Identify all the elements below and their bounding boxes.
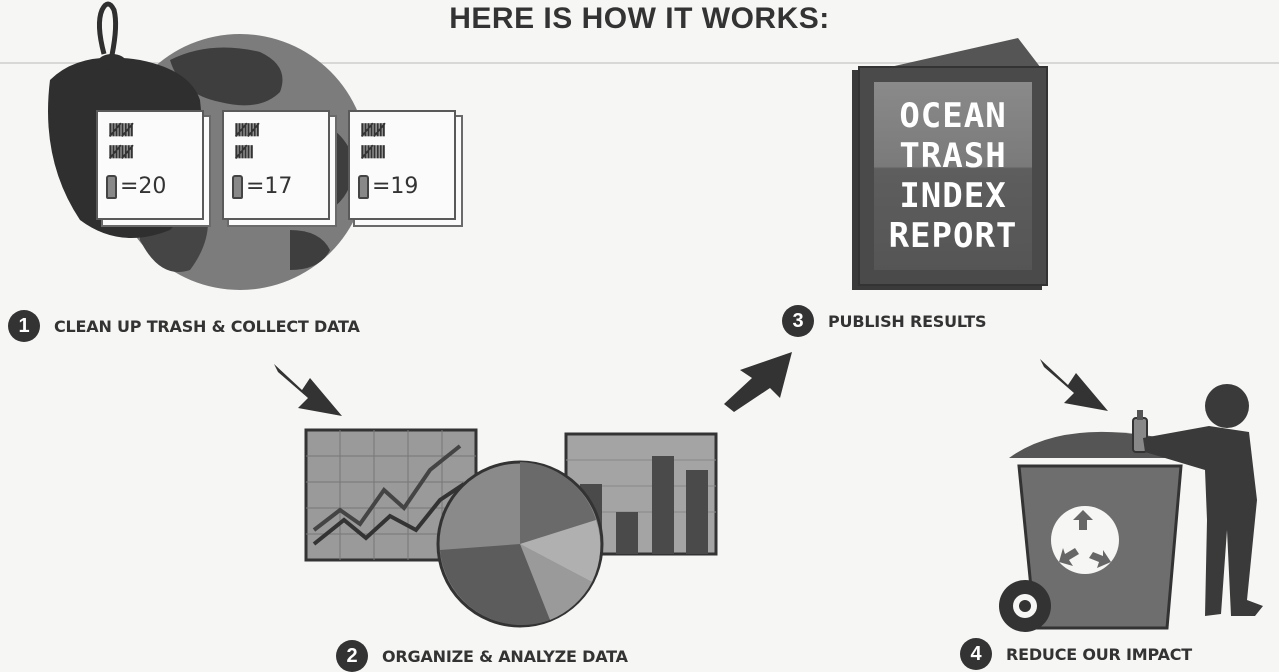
step-number-badge: 3 bbox=[782, 305, 814, 337]
tally-marks: ⅠⅠⅠⅠ̸ⅠⅠⅠⅠ̸ ⅠⅠⅠⅠ̸ⅠⅠⅠⅠ̸ bbox=[108, 121, 134, 163]
step-label: ORGANIZE & ANALYZE DATA bbox=[382, 646, 628, 666]
tally-sheet-1: ⅠⅠⅠⅠ̸ⅠⅠⅠⅠ̸ ⅠⅠⅠⅠ̸ⅠⅠⅠⅠ̸ =20 bbox=[96, 110, 204, 220]
bottle-icon bbox=[106, 174, 117, 199]
charts-illustration bbox=[304, 428, 718, 628]
report-booklet-icon: OCEAN TRASH INDEX REPORT bbox=[858, 66, 1048, 286]
tally-marks: ⅠⅠⅠⅠ̸ⅠⅠⅠⅠ̸ ⅠⅠⅠⅠ̸ⅠⅠ bbox=[234, 121, 260, 163]
tally-count: =19 bbox=[372, 174, 419, 199]
bottle-icon bbox=[232, 174, 243, 199]
step-number-badge: 1 bbox=[8, 310, 40, 342]
divider bbox=[0, 62, 1279, 64]
report-title-line: OCEAN bbox=[899, 96, 1007, 136]
bottle-icon bbox=[1132, 410, 1148, 453]
report-title-line: TRASH bbox=[899, 136, 1007, 176]
report-booklet-spine bbox=[868, 38, 1044, 72]
step-label: PUBLISH RESULTS bbox=[828, 311, 987, 331]
step-label: CLEAN UP TRASH & COLLECT DATA bbox=[54, 316, 360, 336]
arrow-icon bbox=[1040, 359, 1108, 411]
step-number-badge: 4 bbox=[960, 638, 992, 670]
bottle-icon bbox=[358, 174, 369, 199]
step-1: 1 CLEAN UP TRASH & COLLECT DATA bbox=[8, 310, 360, 342]
step-4: 4 REDUCE OUR IMPACT bbox=[960, 638, 1192, 670]
recycle-symbol-icon bbox=[1051, 506, 1119, 574]
recycling-illustration bbox=[999, 384, 1263, 632]
pie-chart-icon bbox=[436, 460, 604, 628]
step-number-badge: 2 bbox=[336, 640, 368, 672]
tally-sheet-2: ⅠⅠⅠⅠ̸ⅠⅠⅠⅠ̸ ⅠⅠⅠⅠ̸ⅠⅠ =17 bbox=[222, 110, 330, 220]
report-title-line: INDEX bbox=[899, 176, 1007, 216]
tally-count: =20 bbox=[120, 174, 167, 199]
step-label: REDUCE OUR IMPACT bbox=[1006, 644, 1193, 664]
report-cover: OCEAN TRASH INDEX REPORT bbox=[874, 82, 1032, 270]
arrow-icon bbox=[274, 364, 342, 416]
step-3: 3 PUBLISH RESULTS bbox=[782, 305, 987, 337]
arrow-icon bbox=[724, 352, 792, 412]
tally-count: =17 bbox=[246, 174, 293, 199]
tally-sheet-3: ⅠⅠⅠⅠ̸ⅠⅠⅠⅠ̸ ⅠⅠⅠⅠ̸ⅠⅠⅠⅠ =19 bbox=[348, 110, 456, 220]
tally-marks: ⅠⅠⅠⅠ̸ⅠⅠⅠⅠ̸ ⅠⅠⅠⅠ̸ⅠⅠⅠⅠ bbox=[360, 121, 386, 163]
step-2: 2 ORGANIZE & ANALYZE DATA bbox=[336, 640, 628, 672]
report-title-line: REPORT bbox=[888, 216, 1018, 256]
person-icon bbox=[1143, 384, 1263, 616]
page-title: HERE IS HOW IT WORKS: bbox=[449, 2, 830, 35]
